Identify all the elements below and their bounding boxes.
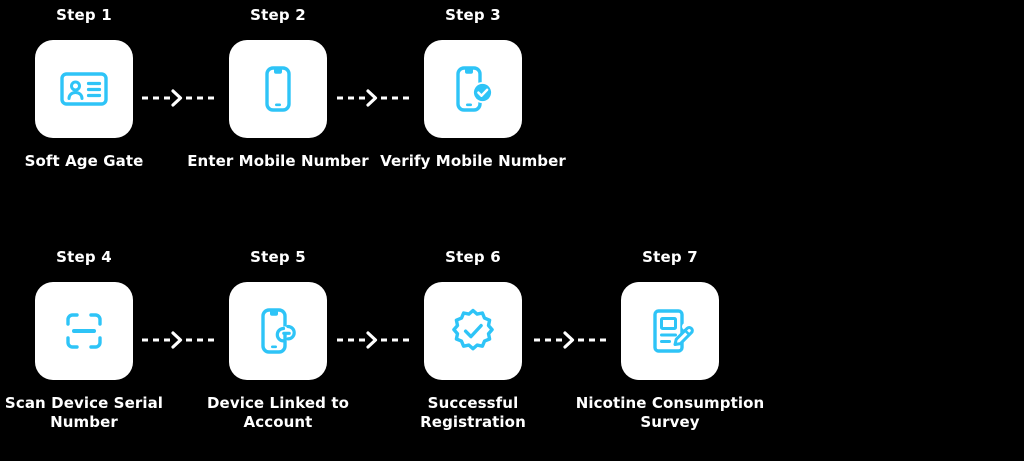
step-title: Step 4 <box>56 248 112 266</box>
step-icon-card[interactable] <box>229 282 327 380</box>
mobile-phone-verified-icon <box>445 61 501 117</box>
step-icon-card[interactable] <box>229 40 327 138</box>
step-icon-card[interactable] <box>621 282 719 380</box>
step-title: Step 6 <box>445 248 501 266</box>
step-title: Step 7 <box>642 248 698 266</box>
step-label: Verify Mobile Number <box>380 152 566 170</box>
barcode-scan-icon <box>56 303 112 359</box>
flow-step-5[interactable]: Step 5 Device Linked to Account <box>178 248 378 432</box>
step-label: Soft Age Gate <box>24 152 144 170</box>
flow-step-4[interactable]: Step 4 Scan Device Serial Number <box>0 248 184 432</box>
flow-step-6[interactable]: Step 6 Successful Registration <box>373 248 573 432</box>
flow-step-7[interactable]: Step 7 Nicotine Consumption Survey <box>570 248 770 432</box>
step-label: Nicotine Consumption Survey <box>575 394 765 431</box>
step-title: Step 5 <box>250 248 306 266</box>
connector-step1-step2 <box>141 87 219 109</box>
step-label: Successful Registration <box>420 394 526 431</box>
step-label: Scan Device Serial Number <box>4 394 164 431</box>
survey-document-pencil-icon <box>642 303 698 359</box>
step-icon-card[interactable] <box>35 282 133 380</box>
flow-step-3[interactable]: Step 3 Verify Mobile Number <box>373 6 573 171</box>
step-icon-card[interactable] <box>35 40 133 138</box>
connector-step2-step3 <box>336 87 414 109</box>
connector-step5-step6 <box>336 329 414 351</box>
verified-badge-icon <box>445 303 501 359</box>
connector-step4-step5 <box>141 329 219 351</box>
mobile-phone-link-icon <box>250 303 306 359</box>
connector-step6-step7 <box>533 329 611 351</box>
step-title: Step 2 <box>250 6 306 24</box>
flow-step-2[interactable]: Step 2 Enter Mobile Number <box>178 6 378 171</box>
step-title: Step 1 <box>56 6 112 24</box>
id-card-icon <box>56 61 112 117</box>
step-label: Device Linked to Account <box>207 394 349 431</box>
step-title: Step 3 <box>445 6 501 24</box>
step-label: Enter Mobile Number <box>187 152 369 170</box>
flow-step-1[interactable]: Step 1 Soft Age Gate <box>0 6 184 171</box>
step-icon-card[interactable] <box>424 40 522 138</box>
step-icon-card[interactable] <box>424 282 522 380</box>
mobile-phone-icon <box>250 61 306 117</box>
